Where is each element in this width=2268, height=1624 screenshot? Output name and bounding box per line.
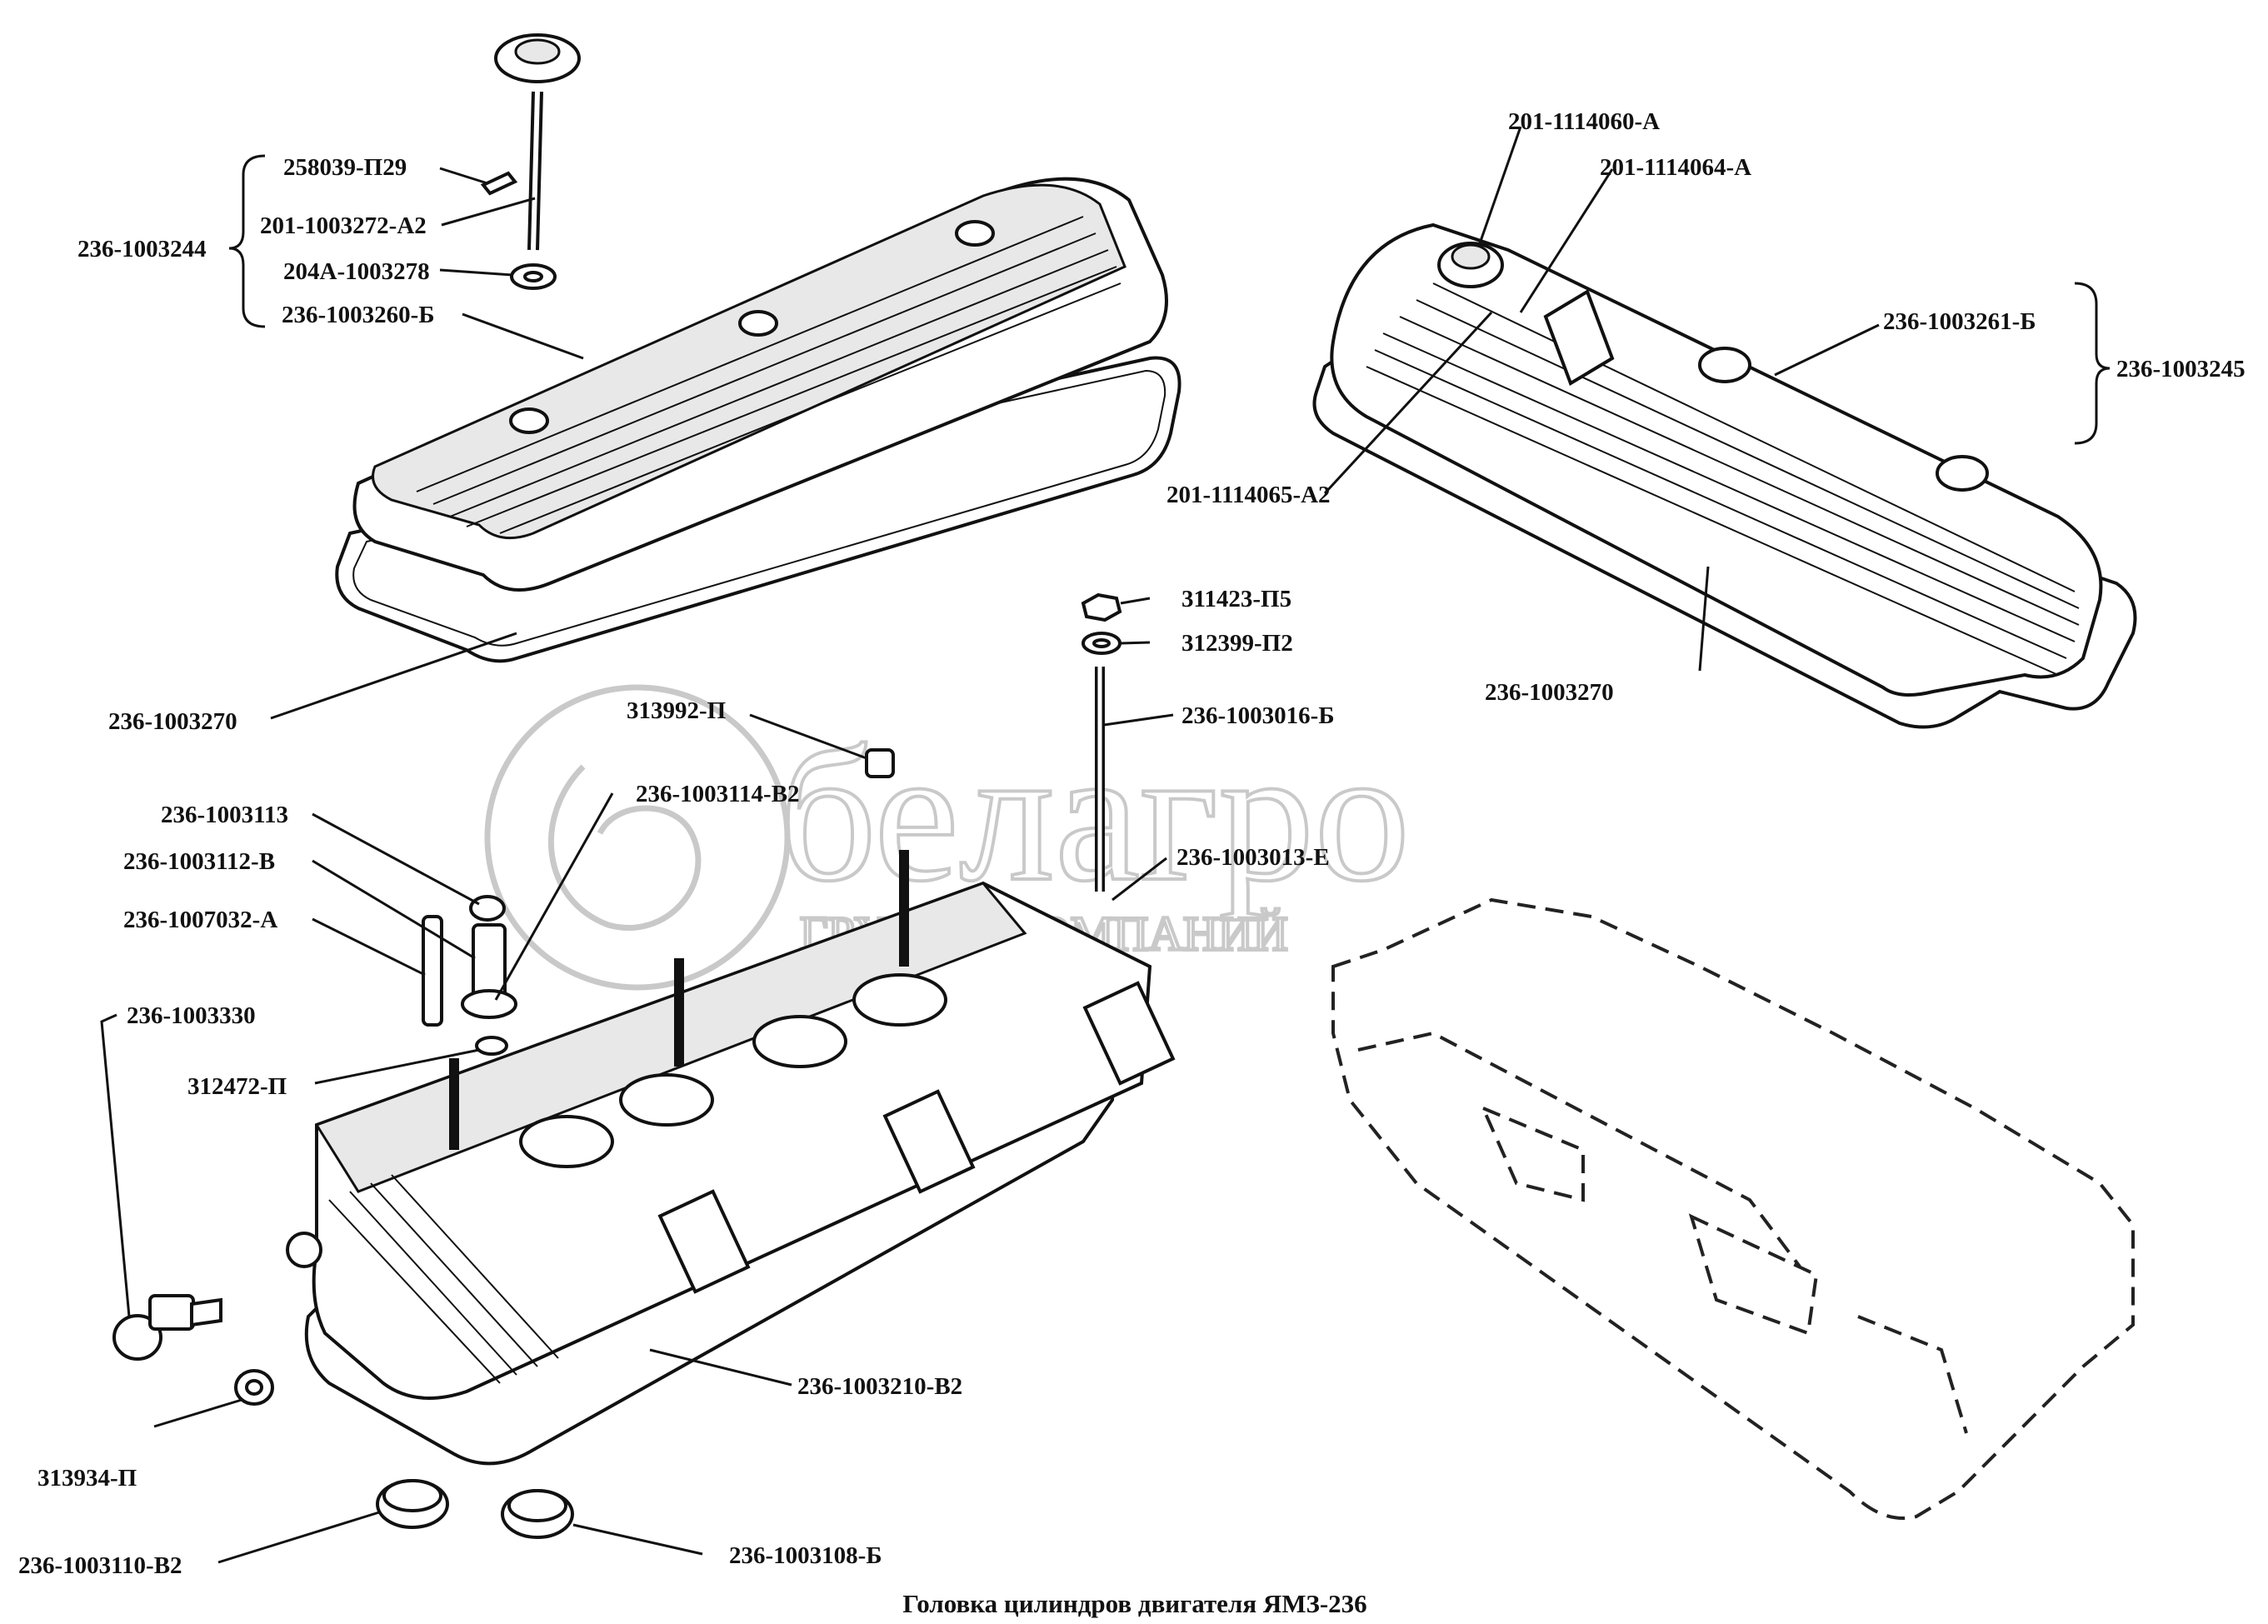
small-parts <box>112 592 1122 1539</box>
leader-lines <box>100 126 2111 1564</box>
left-valve-cover <box>335 33 1181 663</box>
label-236-1003112-v: 236-1003112-В <box>123 848 275 875</box>
label-236-1003016-b: 236-1003016-Б <box>1181 702 1335 729</box>
label-236-1003330: 236-1003330 <box>127 1002 256 1029</box>
label-201-1003272-a2: 201-1003272-А2 <box>260 212 427 239</box>
label-236-1003270-right: 236-1003270 <box>1485 679 1614 706</box>
label-312399-p2: 312399-П2 <box>1181 630 1293 657</box>
watermark-name: белагро <box>779 708 1410 921</box>
label-313992-p: 313992-П <box>627 697 726 724</box>
part-labels: 258039-П29 201-1003272-А2 236-1003244 20… <box>18 108 2246 1579</box>
right-valve-cover <box>1312 222 2137 729</box>
label-236-1007032-a: 236-1007032-А <box>123 907 277 933</box>
label-258039-p29: 258039-П29 <box>283 154 407 181</box>
label-236-1003210-v2: 236-1003210-В2 <box>797 1373 962 1400</box>
label-236-1003013-e: 236-1003013-Е <box>1176 844 1330 871</box>
label-201-1114060-a: 201-1114060-А <box>1508 108 1660 135</box>
label-201-1114064-a: 201-1114064-А <box>1600 154 1751 181</box>
label-236-1003113: 236-1003113 <box>161 802 288 828</box>
second-head-outline <box>1331 897 2135 1520</box>
label-236-1003110-v2: 236-1003110-В2 <box>18 1552 182 1579</box>
cylinder-head <box>286 667 1176 1466</box>
label-236-1003261-b: 236-1003261-Б <box>1883 308 2036 335</box>
figure-caption: Головка цилиндров двигателя ЯМЗ-236 <box>902 1589 1366 1618</box>
label-204a-1003278: 204А-1003278 <box>283 258 430 285</box>
label-201-1114065-a2: 201-1114065-А2 <box>1166 482 1331 508</box>
label-236-1003270-left: 236-1003270 <box>108 708 237 735</box>
label-311423-p5: 311423-П5 <box>1181 586 1291 612</box>
label-236-1003108-b: 236-1003108-Б <box>729 1542 882 1569</box>
label-313934-p: 313934-П <box>37 1465 137 1492</box>
watermark-logo: белагро ГРУППА КОМПАНИЙ <box>484 684 1411 991</box>
label-236-1003245: 236-1003245 <box>2116 356 2246 382</box>
label-236-1003114-v2: 236-1003114-В2 <box>636 781 800 807</box>
label-312472-p: 312472-П <box>187 1073 287 1100</box>
label-236-1003244: 236-1003244 <box>77 236 207 262</box>
label-236-1003260-b: 236-1003260-Б <box>282 302 435 328</box>
